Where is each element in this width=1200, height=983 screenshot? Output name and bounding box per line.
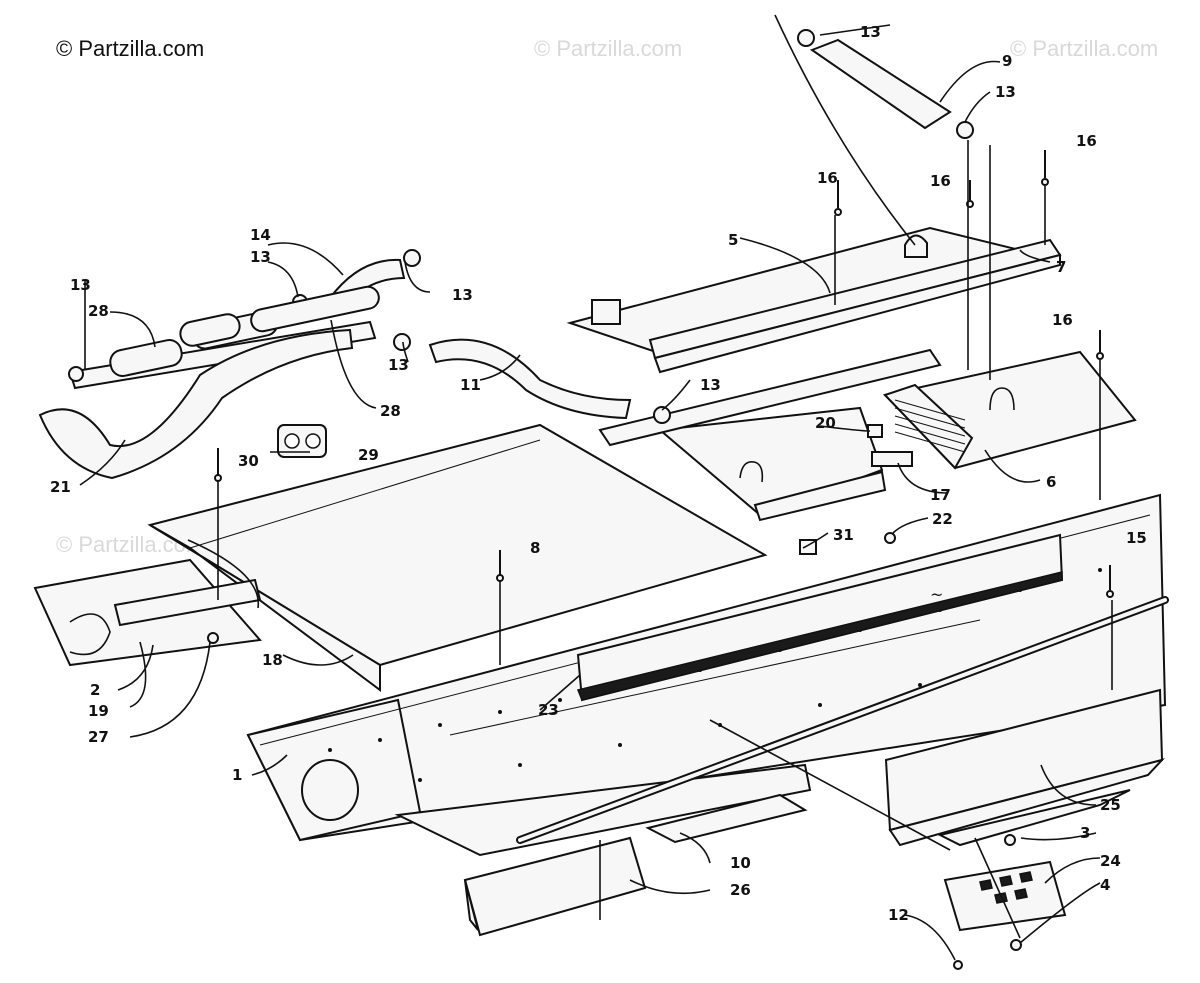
part-plate-10 [645, 793, 808, 844]
callout-22: 22 [932, 510, 953, 528]
callout-13: 13 [388, 356, 409, 374]
faint-watermark: © Partzilla.com [534, 36, 683, 61]
callout-12: 12 [888, 906, 909, 924]
callout-13: 13 [995, 83, 1016, 101]
callout-23: 23 [538, 701, 559, 719]
callout-15: 15 [1126, 529, 1147, 547]
callout-28: 28 [88, 302, 109, 320]
part-heat-exchanger-6 [883, 350, 1137, 470]
callout-18: 18 [262, 651, 283, 669]
callout-14: 14 [250, 226, 271, 244]
leader-lines [79, 14, 1113, 961]
callout-28: 28 [380, 402, 401, 420]
part-bracket-25 [884, 688, 1166, 847]
part-mid-panel [657, 406, 887, 522]
callout-25: 25 [1100, 796, 1121, 814]
partzilla-watermark: © Partzilla.com [56, 36, 205, 61]
callout-17: 17 [930, 486, 951, 504]
part-channel-23: ~ [576, 533, 1064, 702]
callout-24: 24 [1100, 852, 1121, 870]
callout-13: 13 [700, 376, 721, 394]
callout-3: 3 [1080, 824, 1090, 842]
callout-19: 19 [88, 702, 109, 720]
part-strip [598, 348, 942, 447]
callout-26: 26 [730, 881, 751, 899]
callout-30: 30 [238, 452, 259, 470]
callout-21: 21 [50, 478, 71, 496]
part-hose-9 [797, 29, 974, 139]
callout-labels: 1 2 3 4 5 6 7 8 9 10 11 12 13 13 13 13 1… [50, 23, 1147, 924]
callout-20: 20 [815, 414, 836, 432]
callout-13: 13 [860, 23, 881, 41]
callout-10: 10 [730, 854, 751, 872]
callout-27: 27 [88, 728, 109, 746]
callout-5: 5 [728, 231, 738, 249]
tunnel-rod [516, 596, 1169, 844]
callout-13: 13 [250, 248, 271, 266]
svg-text:~: ~ [930, 585, 943, 604]
part-panel-5 [566, 226, 1062, 374]
callout-13: 13 [452, 286, 473, 304]
callout-16: 16 [817, 169, 838, 187]
fasteners [207, 150, 1114, 970]
callout-4: 4 [1100, 876, 1110, 894]
part-floor-pan-18 [147, 423, 768, 692]
part-skid-24 [943, 860, 1067, 932]
callout-16: 16 [1052, 311, 1073, 329]
callout-6: 6 [1046, 473, 1056, 491]
callout-29: 29 [358, 446, 379, 464]
callout-2: 2 [90, 681, 100, 699]
callout-11: 11 [460, 376, 481, 394]
hose-assembly [38, 249, 671, 480]
callout-13: 13 [70, 276, 91, 294]
callout-16: 16 [1076, 132, 1097, 150]
callout-7: 7 [1056, 258, 1066, 276]
callout-8: 8 [530, 539, 540, 557]
callout-1: 1 [232, 766, 242, 784]
callout-9: 9 [1002, 52, 1012, 70]
part-left-frame [33, 558, 262, 667]
callout-16: 16 [930, 172, 951, 190]
faint-watermark: © Partzilla.com [1010, 36, 1159, 61]
callout-31: 31 [833, 526, 854, 544]
